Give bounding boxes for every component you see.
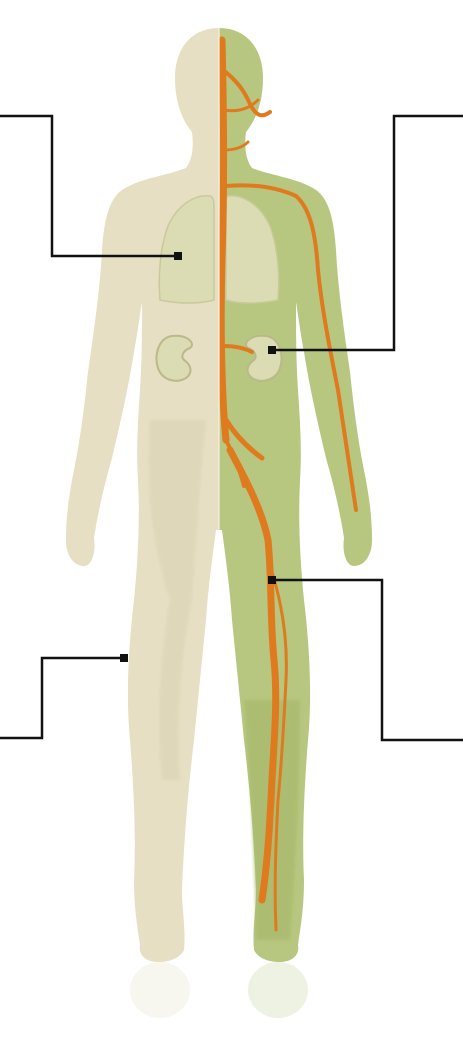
marker-kidney (268, 346, 276, 354)
marker-leg-surface (120, 654, 128, 662)
marker-lungs (174, 252, 182, 260)
main-vessel (221, 40, 226, 440)
marker-leg-vessel (268, 576, 276, 584)
